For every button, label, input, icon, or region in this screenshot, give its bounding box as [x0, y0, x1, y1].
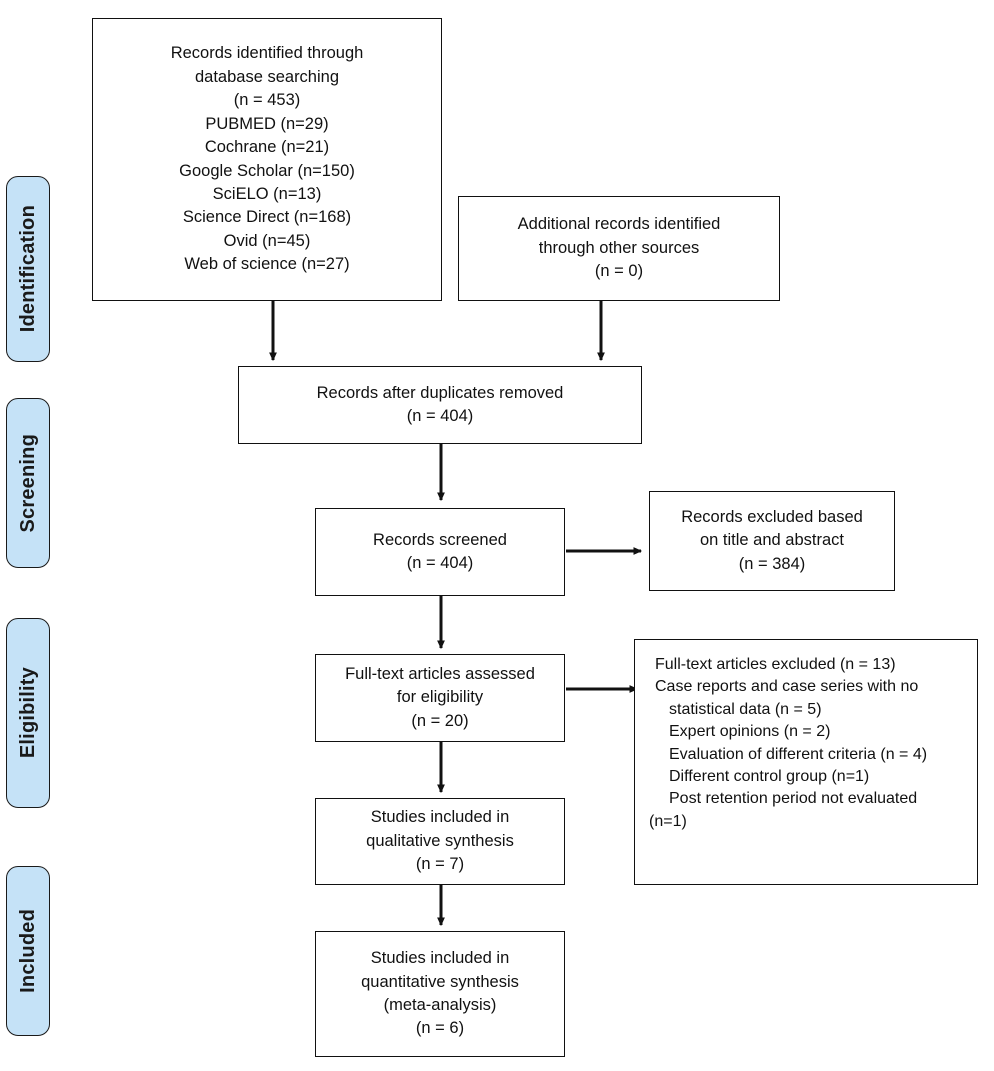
stage-label-included-text: Included — [16, 909, 39, 993]
box-records-identified: Records identified through database sear… — [92, 18, 442, 301]
box-line: Records identified through — [170, 44, 364, 63]
box-line: Additional records identified — [517, 215, 721, 234]
box-line: Web of science (n=27) — [184, 255, 350, 274]
box-line: (meta-analysis) — [383, 996, 497, 1014]
box-line: Post retention period not evaluated — [669, 790, 918, 808]
box-line: (n = 384) — [738, 554, 806, 573]
box-line: Full-text articles excluded (n = 13) — [655, 656, 896, 673]
box-line: quantitative synthesis — [361, 972, 519, 991]
box-line: Different control group (n=1) — [669, 767, 870, 785]
box-fulltext-assessed: Full-text articles assessed for eligibil… — [315, 654, 565, 742]
box-line: on title and abstract — [699, 531, 844, 550]
stage-label-identification: Identification — [6, 176, 50, 362]
box-duplicates-removed: Records after duplicates removed (n = 40… — [238, 366, 642, 444]
box-line: (n = 6) — [415, 1019, 465, 1038]
box-line: database searching — [194, 67, 340, 86]
stage-label-screening: Screening — [6, 398, 50, 568]
stage-label-identification-text: Identification — [16, 205, 39, 333]
box-line: Studies included in — [370, 808, 510, 827]
box-line: (n = 404) — [406, 554, 474, 572]
box-line: for eligibility — [396, 688, 484, 707]
box-line: Ovid (n=45) — [223, 231, 311, 250]
box-line: Google Scholar (n=150) — [179, 161, 355, 180]
box-qualitative-synthesis: Studies included in qualitative synthesi… — [315, 798, 565, 885]
box-line: (n = 0) — [594, 262, 644, 281]
box-line: SciELO (n=13) — [212, 184, 322, 203]
box-line: statistical data (n = 5) — [669, 700, 822, 718]
stage-label-eligibility: Eligibility — [6, 618, 50, 808]
box-line: Science Direct (n=168) — [182, 208, 352, 227]
box-line: (n=1) — [649, 812, 687, 830]
box-records-screened: Records screened (n = 404) — [315, 508, 565, 596]
box-line: Cochrane (n=21) — [204, 138, 330, 157]
box-line: (n = 404) — [406, 407, 474, 425]
box-line: Case reports and case series with no — [655, 678, 919, 696]
box-line: (n = 20) — [411, 711, 469, 730]
box-line: qualitative synthesis — [366, 831, 514, 850]
box-line: (n = 453) — [233, 91, 301, 110]
box-line: PUBMED (n=29) — [205, 114, 329, 133]
box-line: Evaluation of different criteria (n = 4) — [669, 745, 928, 763]
box-line: Records screened — [373, 530, 507, 549]
box-line: through other sources — [538, 238, 700, 257]
stage-label-included: Included — [6, 866, 50, 1036]
box-line: Records excluded based — [681, 507, 863, 526]
stage-label-eligibility-text: Eligibility — [16, 667, 39, 759]
box-additional-records: Additional records identified through ot… — [458, 196, 780, 301]
box-quantitative-synthesis: Studies included in quantitative synthes… — [315, 931, 565, 1057]
box-line: Studies included in — [370, 949, 510, 968]
box-line: Records after duplicates removed — [316, 383, 564, 402]
box-records-excluded: Records excluded based on title and abst… — [649, 491, 895, 591]
box-line: Full-text articles assessed — [345, 664, 535, 683]
stage-label-screening-text: Screening — [16, 433, 39, 533]
box-fulltext-excluded: Full-text articles excluded (n = 13) Cas… — [634, 639, 978, 885]
box-line: Expert opinions (n = 2) — [669, 723, 831, 741]
box-line: (n = 7) — [415, 855, 465, 874]
